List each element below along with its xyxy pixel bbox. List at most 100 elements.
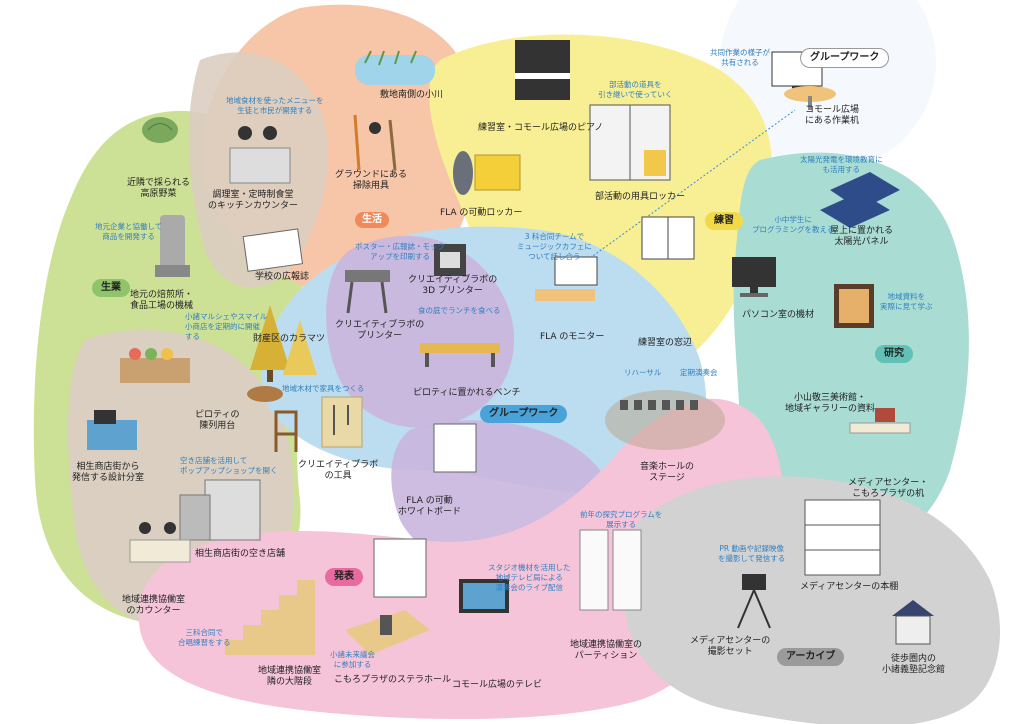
vacant-store-icon: [179, 479, 261, 541]
memorial-hall-icon: [892, 600, 934, 645]
piano-icon: [515, 40, 570, 100]
item-madobe: 練習室の窓辺: [638, 338, 693, 348]
item-souji: グラウンドにある掃除用具: [335, 170, 408, 191]
note-marche: 小諸マルシェやスマイル小商店を定期的に開催する: [185, 312, 268, 341]
item-display-table: ピロティの陳列用台: [195, 410, 240, 431]
category-seikatsu-tag: 生活: [355, 212, 389, 228]
zone-groupwork-top: [720, 0, 936, 170]
item-bench: ピロティに置かれるベンチ: [413, 388, 521, 398]
staircase-icon: [225, 580, 315, 655]
window-icon: [641, 216, 695, 260]
item-hall: 音楽ホールのステージ: [640, 462, 695, 483]
note-tankyu: 前年の探究プログラムを展示する: [580, 510, 663, 529]
item-hondana: メディアセンターの本棚: [800, 582, 899, 592]
item-fla-monitor: FLA のモニター: [540, 332, 605, 342]
counter-icon: [129, 522, 191, 563]
3d-printer-icon: [434, 244, 466, 276]
cabbage-icon: [142, 117, 178, 143]
item-baiten: 地元の焙煎所・食品工場の機械: [130, 290, 194, 311]
note-shiryo: 地域資料を実際に見て学ぶ: [880, 292, 933, 311]
whiteboard-icon: [433, 423, 477, 473]
note-poster: ポスター・広報誌・モックアップを印刷する: [355, 242, 445, 261]
concert-stage-icon: [605, 390, 725, 450]
item-kinenkan: 徒歩圏内の小諸義塾記念館: [882, 654, 946, 675]
chair-icon: [274, 410, 298, 452]
item-bukatsu-locker: 部活動の用具ロッカー: [595, 192, 686, 202]
note-studio: スタジオ機材を活用した地域テレビ局による演奏会のライブ配信: [488, 563, 571, 592]
tool-board-icon: [321, 396, 363, 448]
tv-icon: [459, 579, 509, 613]
note-programming: 小中学生にプログラミングを教える: [752, 215, 835, 234]
note-kyodo: 共同作業の様子が共有される: [710, 48, 770, 67]
item-media-desk: メディアセンター・こもろプラザの机: [848, 478, 929, 499]
design-office-icon: [87, 410, 137, 450]
item-stellar: こもろプラザのステラホール: [334, 675, 452, 685]
camera-tripod-icon: [737, 574, 771, 629]
factory-machine-icon: [155, 215, 190, 277]
fla-monitor-icon: [535, 256, 598, 301]
category-archive-tag: アーカイブ: [777, 648, 845, 666]
zone-kenkyu: [733, 152, 969, 552]
note-gikai: 小諸未来議会に参加する: [330, 650, 375, 669]
item-akiten: 相生商店街の空き店舗: [195, 549, 286, 559]
category-renshu-tag: 練習: [705, 212, 743, 230]
category-groupwork-top-tag: グループワーク: [800, 48, 890, 68]
note-music-cafe: 3 科合同チームでミュージックカフェについて話し合う: [517, 232, 592, 261]
cleaning-tools-icon: [353, 114, 397, 171]
display-table-icon: [120, 348, 190, 383]
note-kigyo: 地元企業と協働して商品を開発する: [95, 222, 163, 241]
media-desk-icon: [849, 408, 911, 434]
item-satsuei: メディアセンターの撮影セット: [690, 636, 771, 657]
partition-icon: [579, 529, 642, 611]
screen-icon: [373, 538, 427, 598]
note-solar: 太陽光発電を環境教育にも活用する: [800, 155, 883, 174]
item-sekkei: 相生商店街から発信する設計分室: [72, 462, 145, 483]
category-groupwork-tag: グループワーク: [480, 405, 568, 423]
note-teiki: 定期演奏会: [680, 368, 718, 377]
item-kaidan: 地域連携協働室隣の大階段: [258, 666, 322, 687]
item-counter: 地域連携協働室のカウンター: [122, 595, 186, 616]
note-gassho: 三科合同で合唱練習をする: [178, 628, 231, 647]
note-bukatsu: 部活動の道具を引き継いで使っていく: [598, 80, 673, 99]
item-piano: 練習室・コモール広場のピアノ: [478, 123, 604, 133]
item-tv: コモール広場のテレビ: [452, 680, 543, 690]
note-lunch: 食の庭でランチを食べる: [418, 306, 501, 315]
category-happyo-tag: 発表: [325, 568, 363, 586]
note-popup: 空き店舗を活用してポップアップショップを開く: [180, 456, 278, 475]
item-yasai: 近隣で採られる高原野菜: [127, 178, 191, 199]
item-solar-panel: 屋上に置かれる太陽光パネル: [830, 226, 894, 247]
item-whiteboard: FLA の可動ホワイトボード: [398, 496, 462, 517]
item-tools: クリエイティブラボの工具: [298, 460, 379, 481]
larch-trees-icon: [250, 305, 317, 382]
item-karamatsu: 財産区のカラマツ: [253, 334, 326, 344]
category-seisan-tag: 生業: [92, 279, 130, 297]
sports-locker-icon: [589, 104, 671, 181]
painting-icon: [834, 284, 874, 328]
zone-group-purple: [326, 235, 515, 428]
solar-panel-icon: [820, 172, 900, 228]
item-koho: 学校の広報誌: [255, 272, 310, 282]
note-kagu: 地域木材で家具をつくる: [282, 384, 365, 393]
item-groupwork-table: コモール広場にある作業机: [805, 105, 860, 126]
note-rehearsal: リハーサル: [624, 368, 662, 377]
item-kitchen: 調理室・定時制食堂のキッチンカウンター: [208, 190, 299, 211]
note-pr: PR 動画や記録映像を撮影して発信する: [718, 544, 786, 563]
logs-icon: [247, 386, 283, 402]
bookshelf-icon: [804, 499, 881, 576]
stream-icon: [355, 50, 435, 85]
kitchen-icon: [229, 126, 291, 184]
note-menu: 地域食材を使ったメニューを生徒と市民が開発する: [226, 96, 324, 115]
item-partition: 地域連携協働室のパーティション: [570, 640, 643, 661]
worktable-icon: [784, 86, 836, 110]
item-pc: パソコン室の機材: [742, 310, 815, 320]
item-kogawa: 敷地南側の小川: [380, 90, 444, 100]
magazine-icon: [242, 228, 304, 272]
stage-hall-icon: [345, 610, 430, 655]
locker-icon: [453, 151, 521, 195]
printer-icon: [345, 270, 390, 314]
pc-icon: [732, 257, 776, 297]
bench-icon: [420, 343, 500, 367]
item-printer: クリエイティブラボのプリンター: [335, 320, 425, 341]
